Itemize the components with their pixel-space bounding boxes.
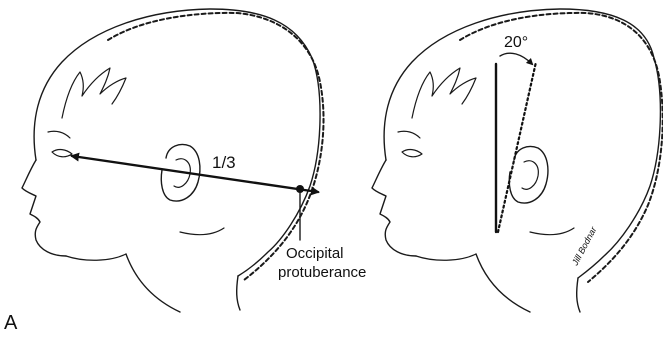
occipital-label-line2: protuberance — [278, 264, 366, 281]
angle-label: 20° — [504, 34, 528, 51]
left-eye — [52, 150, 72, 157]
right-eyebrow — [398, 131, 420, 138]
right-neck-back — [577, 278, 580, 312]
right-hair — [412, 68, 476, 118]
right-face-profile — [372, 160, 416, 256]
left-jaw-line — [180, 228, 224, 235]
occipital-label-line1: Occipital — [286, 245, 344, 262]
right-eye — [402, 150, 422, 157]
right-ear — [509, 147, 548, 204]
left-skull-dashed-contour — [108, 13, 324, 280]
right-neck-front — [476, 254, 530, 312]
panel-letter: A — [4, 312, 18, 333]
left-neck-front — [126, 254, 180, 312]
left-face-profile — [22, 160, 66, 256]
left-hair — [62, 68, 126, 118]
artist-signature: Jill Bodnar — [569, 224, 598, 268]
left-head-outline — [34, 9, 320, 276]
right-cheek-line — [416, 254, 476, 260]
right-jaw-line — [530, 228, 574, 235]
occipital-protuberance-point — [296, 185, 304, 193]
right-ear-inner — [522, 161, 538, 189]
left-infant-head: 1/3 Occipital protuberance — [22, 9, 366, 312]
right-skull-dashed-contour — [460, 13, 663, 282]
angle-arc-arrow — [500, 53, 532, 64]
left-eyebrow — [48, 131, 70, 138]
ratio-label: 1/3 — [212, 153, 236, 172]
left-cheek-line — [66, 254, 126, 260]
left-neck-back — [237, 276, 240, 310]
right-infant-head: 20° Jill Bodnar — [372, 9, 663, 312]
ratio-measurement-arrow — [72, 156, 318, 192]
